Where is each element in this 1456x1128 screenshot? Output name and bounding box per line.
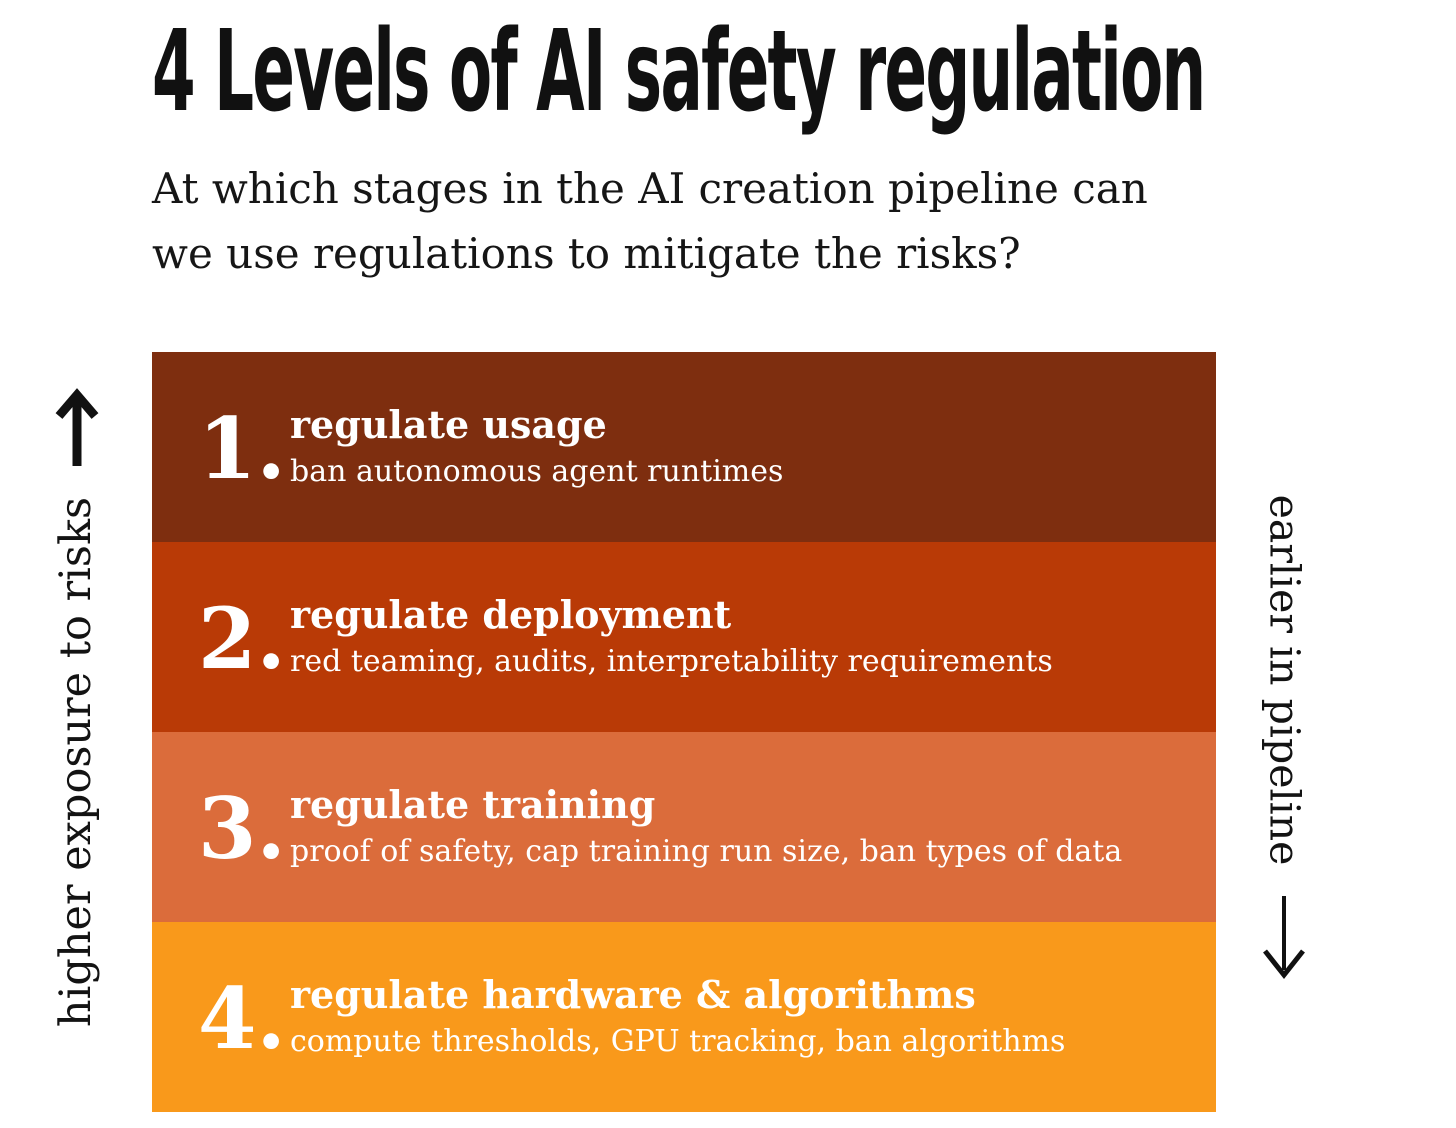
level-number: 2. bbox=[198, 589, 286, 688]
subtitle-line-1: At which stages in the AI creation pipel… bbox=[152, 164, 1148, 213]
level-description: red teaming, audits, interpretability re… bbox=[290, 643, 1053, 679]
level-band-2: 2. regulate deployment red teaming, audi… bbox=[152, 542, 1216, 732]
level-description: compute thresholds, GPU tracking, ban al… bbox=[290, 1023, 1066, 1059]
level-heading: regulate deployment bbox=[290, 592, 732, 638]
level-band-1: 1. regulate usage ban autonomous agent r… bbox=[152, 352, 1216, 542]
level-number: 1. bbox=[198, 399, 286, 498]
subtitle: At which stages in the AI creation pipel… bbox=[152, 156, 1148, 286]
level-number: 3. bbox=[198, 779, 286, 878]
level-heading: regulate hardware & algorithms bbox=[290, 972, 976, 1018]
level-text: regulate usage ban autonomous agent runt… bbox=[290, 404, 783, 490]
level-description: ban autonomous agent runtimes bbox=[290, 453, 784, 489]
level-text: regulate training proof of safety, cap t… bbox=[290, 784, 1122, 870]
level-heading: regulate usage bbox=[290, 402, 607, 448]
right-axis-label: earlier in pipeline bbox=[1260, 494, 1308, 866]
arrow-up-icon bbox=[55, 388, 99, 466]
level-band-4: 4. regulate hardware & algorithms comput… bbox=[152, 922, 1216, 1112]
levels-stack: 1. regulate usage ban autonomous agent r… bbox=[152, 352, 1216, 1112]
level-text: regulate deployment red teaming, audits,… bbox=[290, 594, 1053, 680]
left-axis: higher exposure to risks bbox=[0, 497, 152, 1027]
page-title: 4 Levels of AI safety regulation bbox=[152, 7, 1206, 137]
level-number: 4. bbox=[198, 969, 286, 1068]
right-axis: earlier in pipeline bbox=[1206, 486, 1362, 874]
left-axis-label: higher exposure to risks bbox=[51, 496, 101, 1028]
subtitle-line-2: we use regulations to mitigate the risks… bbox=[152, 229, 1021, 279]
level-band-3: 3. regulate training proof of safety, ca… bbox=[152, 732, 1216, 922]
level-heading: regulate training bbox=[290, 782, 656, 828]
arrow-down-icon bbox=[1263, 896, 1305, 980]
level-text: regulate hardware & algorithms compute t… bbox=[290, 974, 1065, 1060]
level-description: proof of safety, cap training run size, … bbox=[290, 833, 1123, 869]
